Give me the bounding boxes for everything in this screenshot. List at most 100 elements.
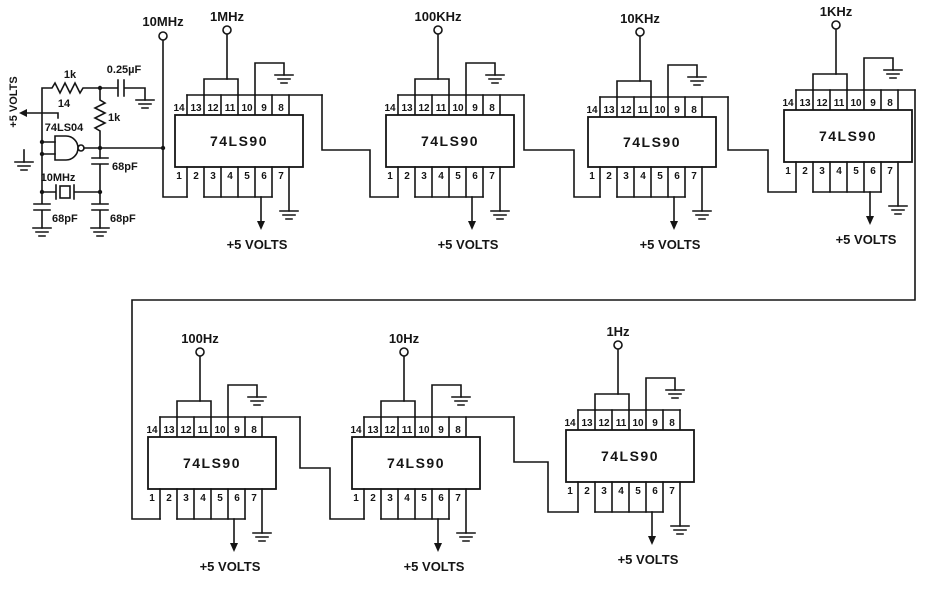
interstage-wire (131, 89, 916, 520)
top-pin-label: 12 (180, 425, 192, 436)
top-pin-label: 11 (225, 103, 236, 114)
supply-arrow-icon (468, 221, 476, 230)
bottom-pin-label: 7 (887, 166, 893, 177)
top-pin-label: 10 (654, 105, 666, 116)
bottom-pin-label: 5 (635, 486, 641, 497)
top-pin-label: 14 (782, 98, 794, 109)
interstage-wire (321, 94, 399, 198)
chip-body (385, 114, 515, 168)
bottom-pin-leads (186, 166, 290, 212)
top-pin-label: 8 (251, 425, 257, 436)
gate-inputs (41, 141, 56, 155)
input-tap-label: 10MHz (142, 14, 184, 29)
top-pin-label: 12 (384, 425, 396, 436)
bottom-pin-label: 2 (584, 486, 590, 497)
bottom-pin-label: 3 (623, 171, 629, 182)
ground-symbol-icon (247, 396, 267, 406)
top-pin-label: 10 (452, 103, 464, 114)
bottom-pin-label: 1 (149, 493, 155, 504)
ground-symbol-icon (274, 74, 294, 84)
bottom-pin-label: 3 (210, 171, 216, 182)
inverter-gate-icon (54, 135, 79, 161)
top-pin-label: 11 (436, 103, 447, 114)
gate-capacitor (91, 157, 109, 193)
supply-label: +5 VOLTS (618, 552, 679, 567)
test-point-icon (635, 27, 645, 37)
bottom-pin-label: 2 (606, 171, 612, 182)
top-pin-label: 8 (691, 105, 697, 116)
output-bracket (414, 78, 450, 96)
junction-dot (97, 85, 103, 91)
ground-symbol-icon (670, 525, 690, 535)
test-point-icon (195, 347, 205, 357)
bottom-pin-label: 2 (166, 493, 172, 504)
top-pin-label: 9 (472, 103, 478, 114)
crystal-capacitor-left-label: 68pF (52, 213, 78, 225)
supply-arrow-icon (19, 109, 27, 117)
input-tap: 10MHz (142, 14, 188, 198)
bottom-pin-label: 1 (353, 493, 359, 504)
supply-label: +5 VOLTS (438, 237, 499, 252)
supply-arrow-icon (648, 536, 656, 545)
chip-part-label: 74LS90 (387, 455, 445, 471)
supply-label: +5 VOLTS (404, 559, 465, 574)
bottom-pin-leads (159, 488, 263, 534)
bottom-pin-label: 6 (472, 171, 478, 182)
top-pin-label: 14 (350, 425, 362, 436)
junction-dot (97, 189, 103, 195)
top-pin-label: 11 (834, 98, 845, 109)
top-pin-label: 8 (669, 418, 675, 429)
top-pin-leads (599, 96, 703, 118)
interstage-wire (523, 94, 601, 198)
bottom-pin-label: 3 (421, 171, 427, 182)
top-pin-leads (186, 94, 290, 116)
top-pin-label: 8 (455, 425, 461, 436)
oscillator-circuit: +5 VOLTS 14 1k 0.25µF 1k 68pF 74LS04 10M… (8, 64, 166, 237)
junction-dot (39, 189, 45, 195)
supply-label: +5 VOLTS (640, 237, 701, 252)
bottom-pin-label: 4 (836, 166, 842, 177)
top-ground-lead (254, 62, 285, 96)
crystal-capacitor-right-label: 68pF (110, 213, 136, 225)
top-pin-label: 9 (652, 418, 658, 429)
junction-dots (39, 85, 166, 195)
top-pin-label: 9 (870, 98, 876, 109)
chip-part-label: 74LS90 (183, 455, 241, 471)
ground-symbol-icon (883, 69, 903, 79)
tap-frequency-label: 1KHz (820, 4, 853, 19)
top-pin-label: 14 (173, 103, 185, 114)
ground-symbol-icon (485, 74, 505, 84)
bottom-pin-label: 1 (387, 171, 393, 182)
bottom-pin-label: 1 (567, 486, 573, 497)
top-pin-label: 12 (418, 103, 430, 114)
bottom-pin-label: 3 (183, 493, 189, 504)
tap-frequency-label: 1Hz (606, 324, 630, 339)
output-bracket (594, 393, 630, 411)
bottom-pin-label: 7 (251, 493, 257, 504)
top-pin-label: 11 (616, 418, 627, 429)
feedback-resistor-label: 1k (64, 69, 77, 81)
top-pin-label: 11 (198, 425, 209, 436)
top-ground-lead (645, 377, 676, 411)
supply-label: +5 VOLTS (227, 237, 288, 252)
ground-symbol-icon (252, 532, 272, 542)
supply-arrow-icon (434, 543, 442, 552)
bottom-pin-label: 4 (404, 493, 410, 504)
ground-symbol-icon (692, 210, 712, 220)
bottom-pin-label: 6 (870, 166, 876, 177)
bottom-pin-label: 5 (657, 171, 663, 182)
bottom-pin-label: 6 (674, 171, 680, 182)
oscillator-supply-label: +5 VOLTS (8, 76, 20, 127)
interstage-wire (727, 96, 797, 193)
chip-part-label: 74LS90 (601, 448, 659, 464)
bottom-pin-label: 5 (244, 171, 250, 182)
bottom-pin-label: 5 (455, 171, 461, 182)
crystal-icon (59, 185, 71, 199)
chip-part-label: 74LS90 (421, 133, 479, 149)
bottom-pin-label: 2 (404, 171, 410, 182)
top-pin-label: 13 (401, 103, 413, 114)
bias-resistor (93, 87, 107, 159)
